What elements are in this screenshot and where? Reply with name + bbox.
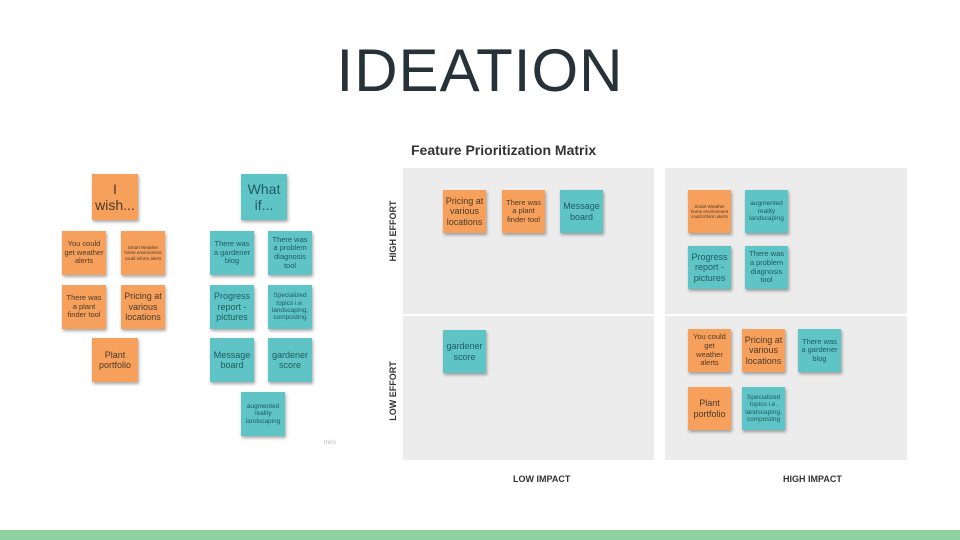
matrix-note-gardener-score: gardener score (443, 330, 486, 373)
note-problem-diagnosis: There was a problem diagnosis tool (268, 231, 312, 275)
matrix-note-pricing-2: Pricing at various locations (742, 329, 785, 372)
matrix-note-smart-weather: Smart Weather home environment could inf… (688, 190, 731, 233)
i-wish-header-note: I wish... (92, 174, 138, 220)
matrix-note-plant-finder: There was a plant finder tool (502, 190, 545, 233)
matrix-note-progress-report: Progress report - pictures (688, 246, 731, 289)
miro-watermark: miro (324, 440, 336, 446)
note-progress-report: Progress report - pictures (210, 285, 254, 329)
y-axis-high-effort: HIGH EFFORT (388, 200, 398, 262)
x-axis-low-impact: LOW IMPACT (513, 474, 571, 484)
note-specialized-topics: Specialized topics i.e. landscaping, com… (268, 285, 312, 329)
note-weather-alerts: You could get weather alerts (62, 231, 106, 275)
matrix-note-weather-alerts: You could get weather alerts (688, 329, 731, 372)
note-plant-portfolio: Plant portfolio (92, 338, 138, 382)
note-smart-weather: Smart Weather home environment could inf… (121, 231, 165, 275)
what-if-header-note: What if... (241, 174, 287, 220)
note-gardener-blog: There was a gardener blog (210, 231, 254, 275)
note-message-board: Message board (210, 338, 254, 382)
matrix-note-augmented-reality: augmented reality landscaping (745, 190, 788, 233)
matrix-note-gardener-blog: There was a gardener blog (798, 329, 841, 372)
matrix-note-pricing: Pricing at various locations (443, 190, 486, 233)
matrix-note-specialized-topics: Specialized topics i.e. landscaping, com… (742, 387, 785, 430)
footer-accent-bar (0, 530, 960, 540)
note-gardener-score: gardener score (268, 338, 312, 382)
matrix-note-plant-portfolio: Plant portfolio (688, 387, 731, 430)
note-pricing-locations: Pricing at various locations (121, 285, 165, 329)
matrix-title: Feature Prioritization Matrix (411, 142, 597, 158)
x-axis-high-impact: HIGH IMPACT (783, 474, 842, 484)
quadrant-low-effort-low-impact (403, 316, 654, 460)
matrix-note-problem-diagnosis: There was a problem diagnosis tool (745, 246, 788, 289)
y-axis-low-effort: LOW EFFORT (388, 361, 398, 421)
note-augmented-reality: augmented reality landscaping (241, 392, 285, 436)
matrix-note-message-board: Message board (560, 190, 603, 233)
slide-title: IDEATION (336, 37, 624, 104)
note-plant-finder: There was a plant finder tool (62, 285, 106, 329)
